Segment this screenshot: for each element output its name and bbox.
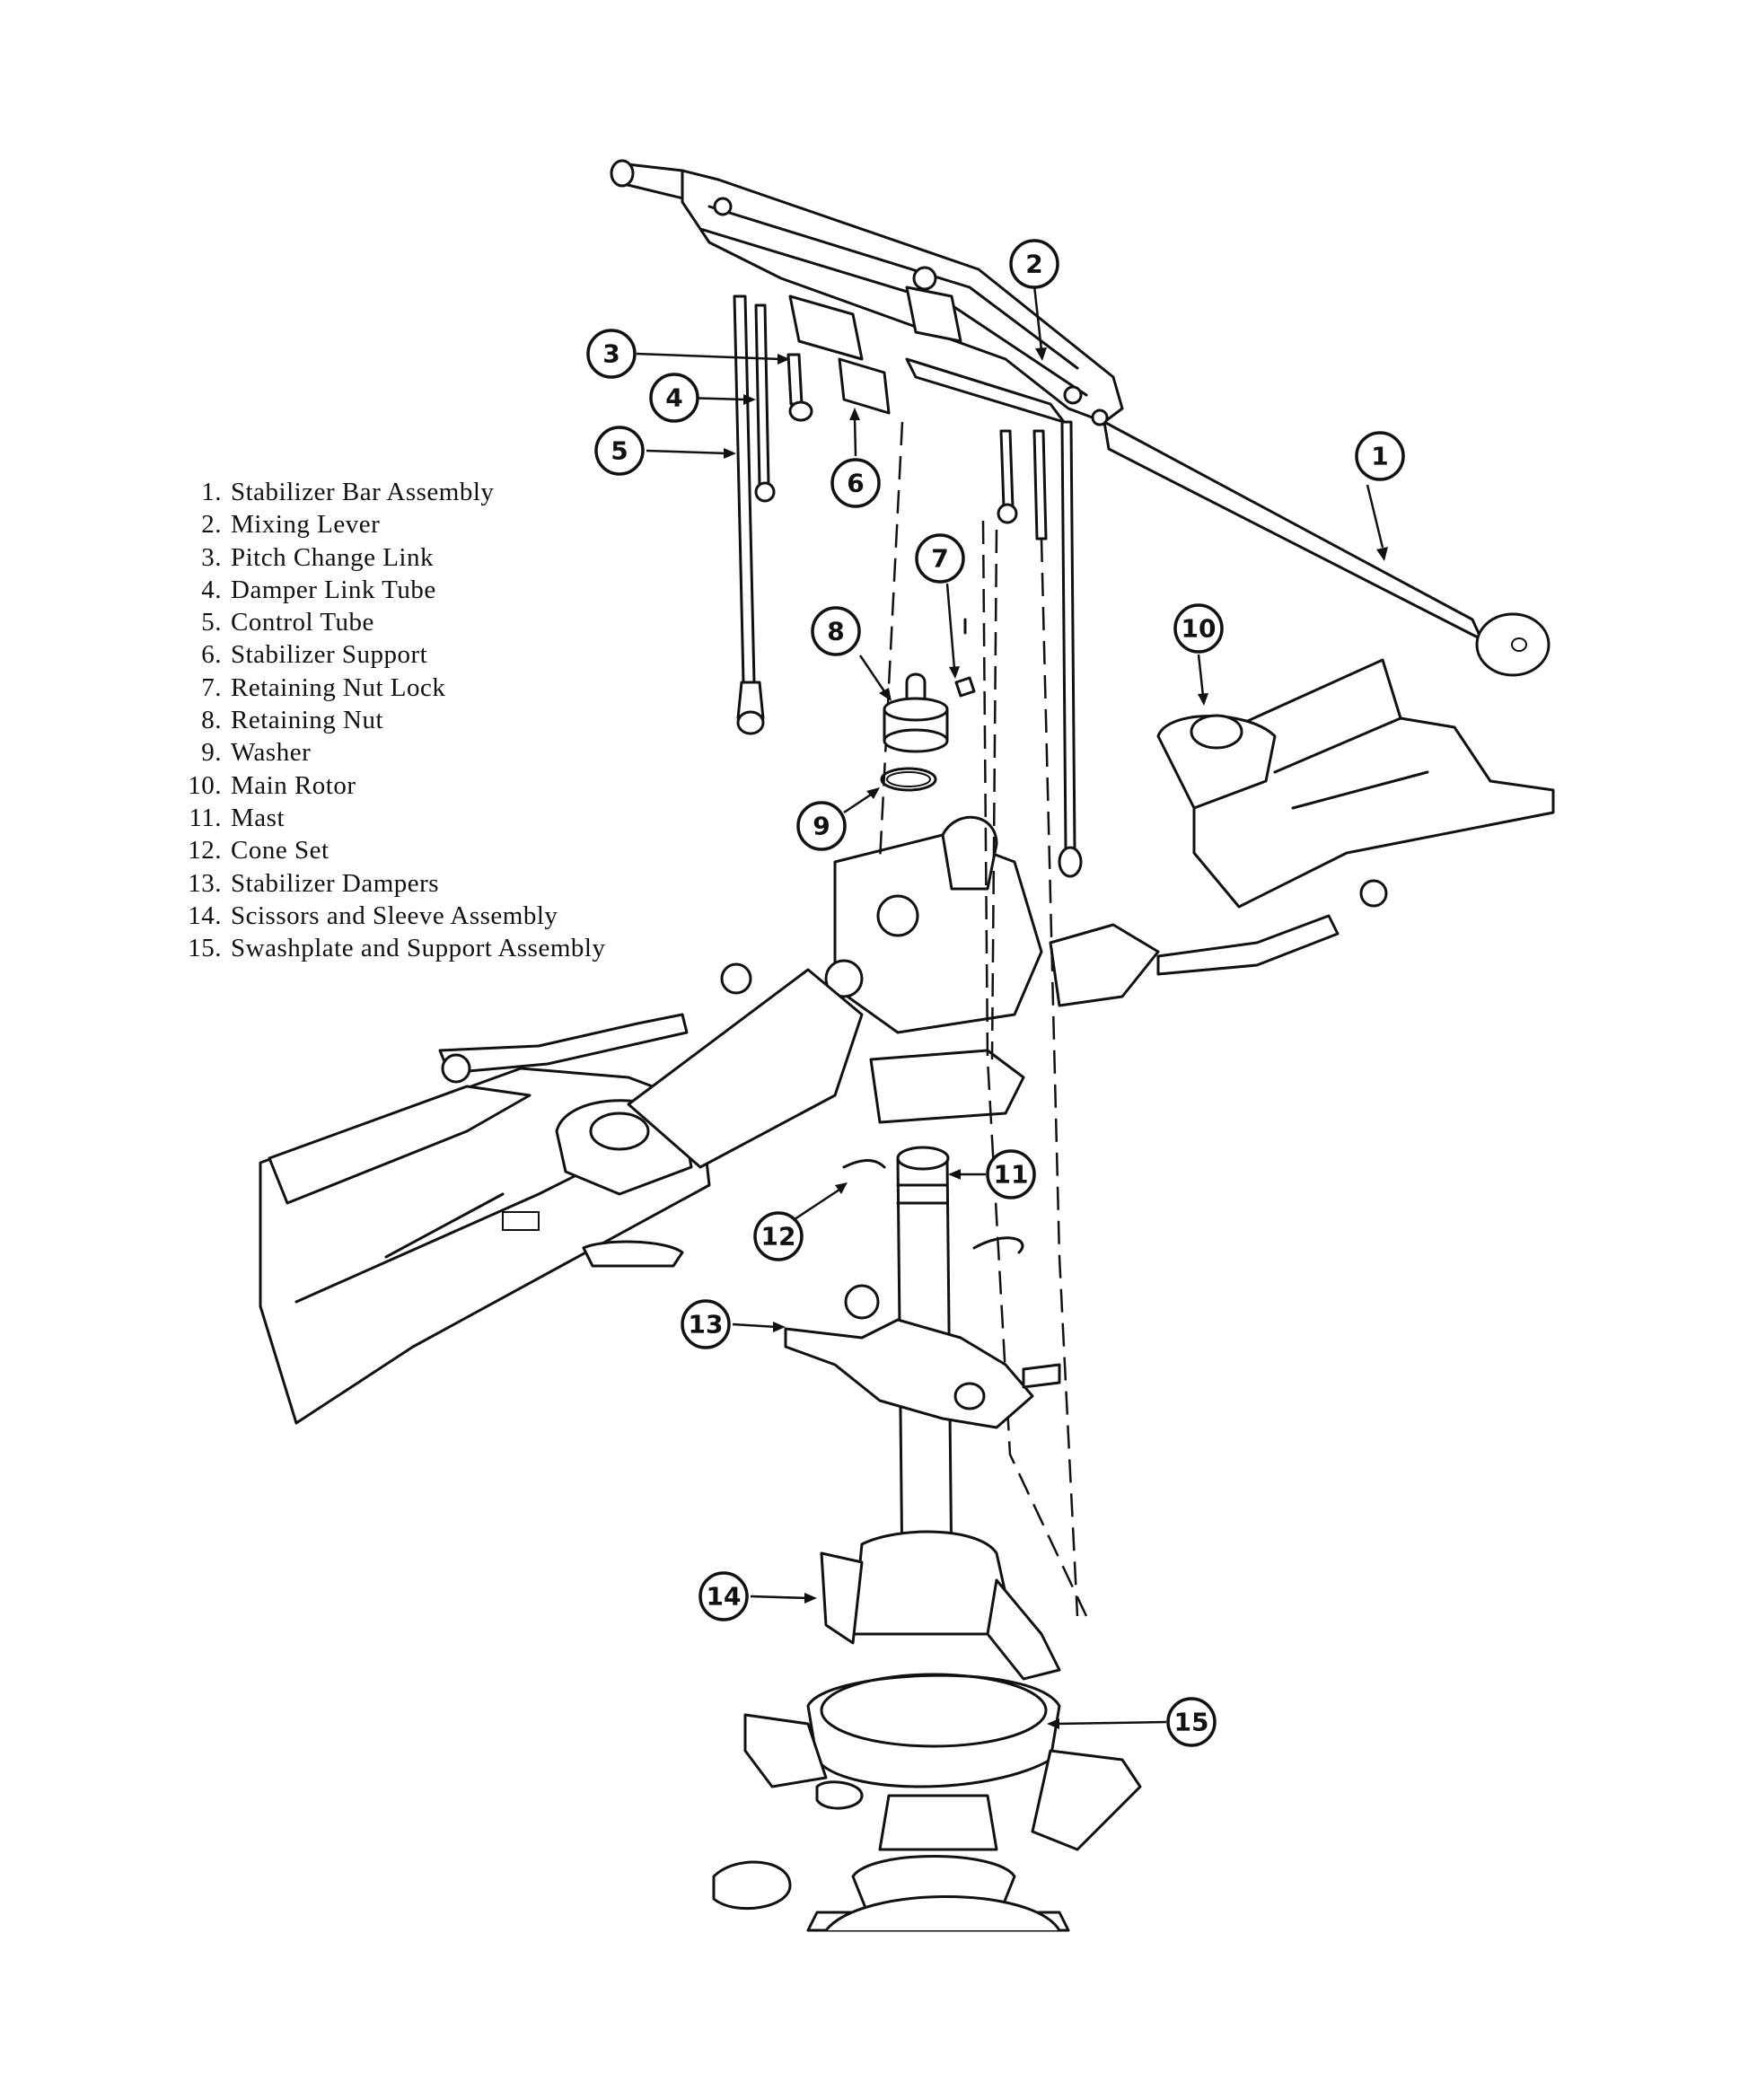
callout-number: 9 xyxy=(813,812,830,841)
callout-4: 4 xyxy=(649,373,699,423)
callout-14: 14 xyxy=(698,1571,749,1621)
legend-item-2: 2. Mixing Lever xyxy=(175,508,605,540)
callout-7: 7 xyxy=(915,533,965,584)
callout-number: 6 xyxy=(847,469,864,498)
callout-11: 11 xyxy=(986,1149,1036,1199)
swashplate-assembly xyxy=(712,1530,1142,1932)
legend-item-5: 5. Control Tube xyxy=(175,606,605,638)
callout-12: 12 xyxy=(753,1211,804,1261)
callout-number: 5 xyxy=(611,436,628,466)
callout-3: 3 xyxy=(586,329,637,379)
main-rotor xyxy=(259,658,1555,1425)
legend-label: Washer xyxy=(231,738,312,768)
legend-number: 5. xyxy=(201,608,222,637)
callout-number: 4 xyxy=(665,383,682,413)
stabilizer-dampers xyxy=(784,1284,1061,1429)
legend-label: Scissors and Sleeve Assembly xyxy=(231,901,558,930)
legend-item-15: 15. Swashplate and Support Assembly xyxy=(175,932,605,964)
callout-number: 1 xyxy=(1371,442,1388,471)
legend-item-9: 9. Washer xyxy=(175,736,605,769)
callout-2: 2 xyxy=(1009,239,1059,289)
callout-number: 14 xyxy=(707,1582,742,1612)
alignment-lines xyxy=(878,421,1088,1617)
legend-label: Main Rotor xyxy=(231,770,356,800)
callout-number: 8 xyxy=(827,617,844,646)
legend-item-4: 4. Damper Link Tube xyxy=(175,574,605,606)
callout-number: 7 xyxy=(931,544,948,574)
legend-number: 2. xyxy=(201,510,222,540)
callout-number: 2 xyxy=(1025,250,1042,279)
legend-label: Swashplate and Support Assembly xyxy=(231,934,606,963)
legend-number: 10. xyxy=(188,770,222,800)
callout-number: 3 xyxy=(602,339,619,369)
legend-number: 3. xyxy=(201,542,222,572)
legend-item-13: 13. Stabilizer Dampers xyxy=(175,867,605,900)
legend-number: 4. xyxy=(201,575,222,604)
stabilizer-bar-assembly xyxy=(610,159,1551,677)
link-tubes xyxy=(733,294,1083,878)
callout-8: 8 xyxy=(811,606,861,656)
legend-number: 12. xyxy=(188,836,222,865)
callout-number: 13 xyxy=(689,1310,724,1340)
legend-item-7: 7. Retaining Nut Lock xyxy=(175,672,605,704)
callout-10: 10 xyxy=(1173,603,1224,654)
callout-9: 9 xyxy=(796,801,847,851)
legend-item-12: 12. Cone Set xyxy=(175,834,605,866)
callout-13: 13 xyxy=(681,1299,731,1349)
legend-item-6: 6. Stabilizer Support xyxy=(175,638,605,671)
legend-number: 11. xyxy=(189,803,222,832)
callout-1: 1 xyxy=(1355,431,1405,481)
legend-item-1: 1. Stabilizer Bar Assembly xyxy=(175,476,605,508)
legend-number: 13. xyxy=(188,868,222,898)
legend-item-14: 14. Scissors and Sleeve Assembly xyxy=(175,900,605,932)
callout-leaders xyxy=(636,285,1388,1729)
legend-label: Retaining Nut Lock xyxy=(231,672,446,702)
callout-number: 15 xyxy=(1174,1708,1209,1737)
parts-legend: 1. Stabilizer Bar Assembly 2. Mixing Lever… xyxy=(175,476,605,964)
legend-label: Damper Link Tube xyxy=(231,575,436,604)
legend-label: Stabilizer Dampers xyxy=(231,868,440,898)
legend-number: 7. xyxy=(201,672,222,702)
legend-item-3: 3. Pitch Change Link xyxy=(175,541,605,574)
callout-number: 12 xyxy=(761,1222,796,1252)
retaining-nut-group xyxy=(880,618,976,792)
legend-number: 9. xyxy=(201,738,222,768)
legend-label: Pitch Change Link xyxy=(231,542,434,572)
legend-label: Mast xyxy=(231,803,285,832)
callout-number: 10 xyxy=(1182,614,1217,644)
legend-label: Control Tube xyxy=(231,608,374,637)
callout-number: 11 xyxy=(994,1160,1029,1190)
legend-label: Stabilizer Bar Assembly xyxy=(231,478,495,506)
legend-item-11: 11. Mast xyxy=(175,802,605,834)
legend-label: Mixing Lever xyxy=(231,510,381,540)
legend-label: Retaining Nut xyxy=(231,706,384,735)
legend-number: 14. xyxy=(188,901,222,930)
legend-label: Cone Set xyxy=(231,836,329,865)
callout-5: 5 xyxy=(594,426,645,476)
legend-item-10: 10. Main Rotor xyxy=(175,769,605,802)
legend-number: 8. xyxy=(201,706,222,735)
legend-number: 1. xyxy=(201,478,222,506)
callout-6: 6 xyxy=(830,458,881,508)
legend-item-8: 8. Retaining Nut xyxy=(175,704,605,736)
legend-number: 6. xyxy=(201,640,222,670)
legend-number: 15. xyxy=(188,934,222,963)
legend-label: Stabilizer Support xyxy=(231,640,428,670)
callout-15: 15 xyxy=(1166,1697,1217,1747)
